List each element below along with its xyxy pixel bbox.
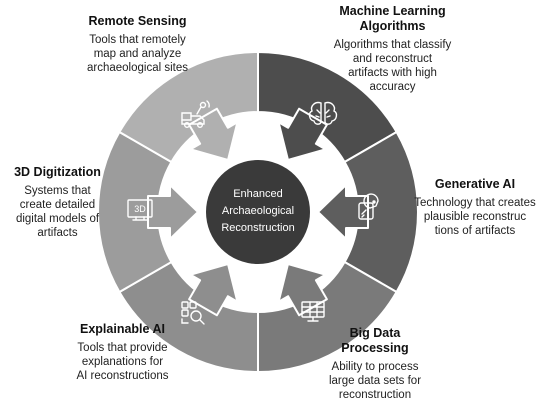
label-description: Ability to process large data sets for r…	[328, 361, 422, 401]
label-title: Explainable AI	[80, 322, 165, 336]
label-description: Technology that creates plausible recons…	[414, 197, 536, 237]
3d-monitor-icon: 3D	[127, 199, 153, 221]
center-line-2: Archaeological	[222, 205, 294, 217]
label-3d-digitization: 3D Digitization Systems that create deta…	[0, 165, 115, 240]
arrow-3d-digitization	[147, 184, 199, 240]
segment-remote-sensing	[118, 50, 259, 164]
truck-sensor-icon	[181, 100, 210, 128]
label-machine-learning: Machine Learning Algorithms Algorithms t…	[300, 4, 485, 94]
label-remote-sensing: Remote Sensing Tools that remotely map a…	[55, 14, 220, 75]
label-description: Systems that create detailed digital mod…	[15, 185, 100, 239]
center-line-1: Enhanced	[233, 188, 283, 200]
arrow-remote-sensing	[188, 107, 239, 161]
label-title: Machine Learning Algorithms	[339, 4, 446, 33]
arrow-explainable-ai	[188, 263, 239, 317]
label-explainable-ai: Explainable AI Tools that provide explan…	[40, 322, 205, 383]
label-title: Remote Sensing	[88, 14, 187, 28]
arrow-generative-ai	[317, 184, 369, 240]
center-line-3: Reconstruction	[221, 222, 294, 234]
label-big-data-processing: Big Data Processing Ability to process l…	[300, 326, 450, 402]
segments-layer	[97, 50, 419, 374]
label-title: Big Data Processing	[341, 326, 409, 355]
brain-icon	[308, 101, 338, 125]
label-description: Tools that provide explanations for AI r…	[76, 342, 169, 382]
label-title: 3D Digitization	[14, 165, 101, 179]
svg-text:3D: 3D	[134, 204, 146, 214]
grid-search-icon	[181, 301, 205, 325]
center-circle	[206, 160, 310, 264]
label-description: Algorithms that classify and reconstruct…	[333, 39, 452, 93]
data-monitor-icon	[301, 301, 325, 322]
label-generative-ai: Generative AI Technology that creates pl…	[400, 177, 550, 238]
palette-tablet-icon	[358, 193, 379, 220]
label-title: Generative AI	[434, 177, 516, 191]
label-description: Tools that remotely map and analyze arch…	[86, 34, 188, 74]
